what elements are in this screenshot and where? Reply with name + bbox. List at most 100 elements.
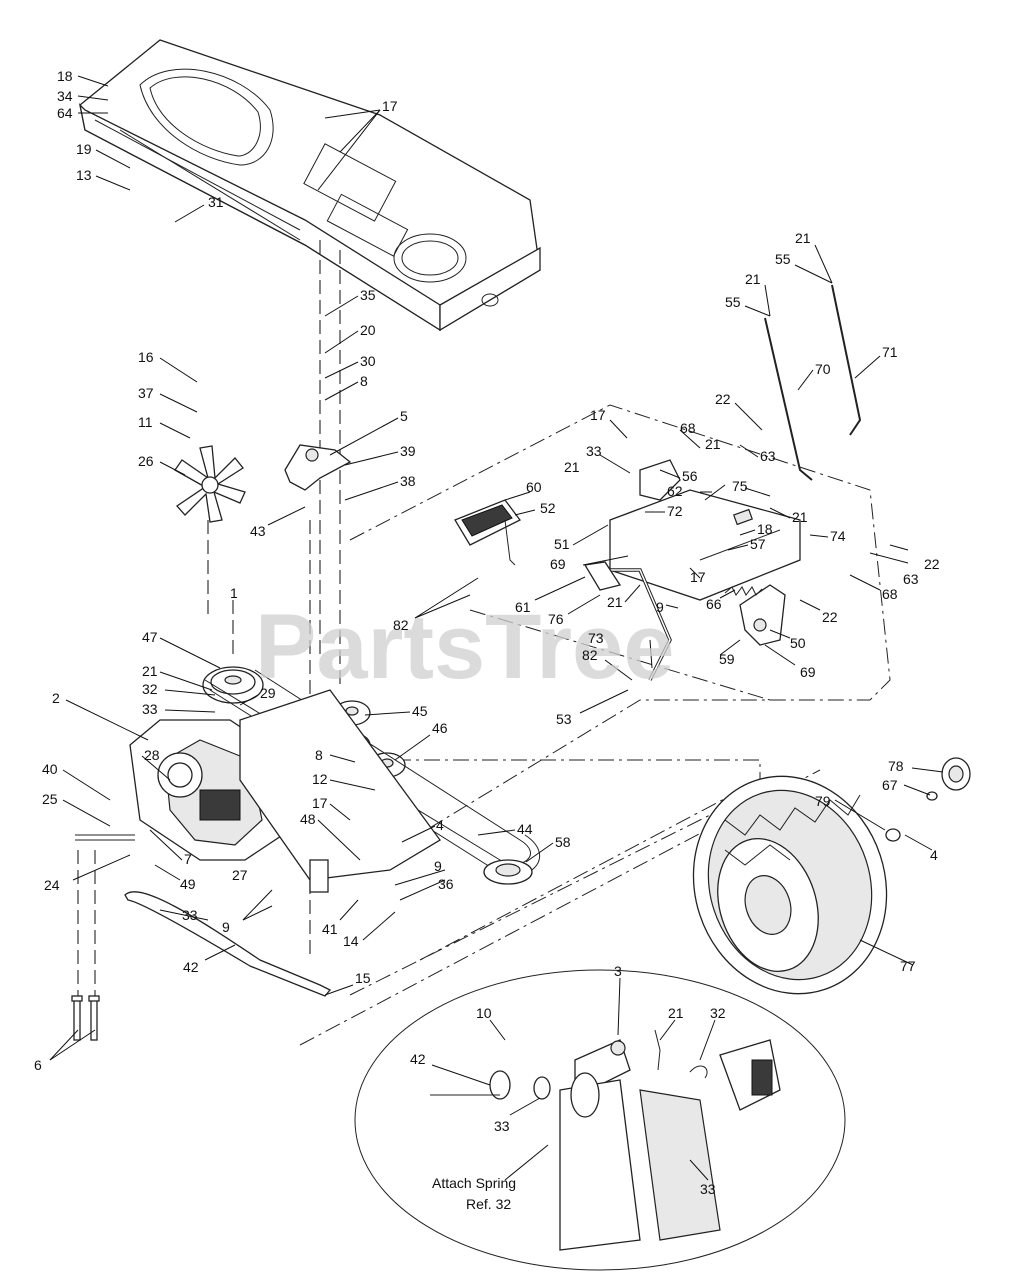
part-label: 19 <box>76 141 92 157</box>
control-rods-70-71 <box>764 284 862 481</box>
part-label: 31 <box>208 194 224 210</box>
spring-59 <box>724 586 763 596</box>
part-label: 60 <box>526 479 542 495</box>
part-label: 46 <box>432 720 448 736</box>
part-label: 72 <box>667 503 683 519</box>
part-label: 12 <box>312 771 328 787</box>
part-label: 63 <box>760 448 776 464</box>
pedal-bracket-assembly <box>609 459 801 601</box>
part-label: 49 <box>180 876 196 892</box>
part-label: 59 <box>719 651 735 667</box>
part-label: 33 <box>182 907 198 923</box>
part-label: 3 <box>614 963 622 979</box>
part-label: 21 <box>745 271 761 287</box>
part-label: 42 <box>410 1051 426 1067</box>
note-line-1: Attach Spring <box>432 1175 516 1191</box>
brake-pedal-60 <box>454 499 521 566</box>
part-label: 4 <box>930 847 938 863</box>
part-label: 68 <box>882 586 898 602</box>
part-label: 62 <box>667 483 683 499</box>
part-label: 27 <box>232 867 248 883</box>
part-label: 18 <box>57 68 73 84</box>
part-label: 20 <box>360 322 376 338</box>
part-label: 16 <box>138 349 154 365</box>
part-label: 34 <box>57 88 73 104</box>
part-label: 17 <box>382 98 398 114</box>
part-label: 36 <box>438 876 454 892</box>
part-label: 73 <box>588 630 604 646</box>
part-label: 26 <box>138 453 154 469</box>
part-label: 63 <box>903 571 919 587</box>
part-label: 50 <box>790 635 806 651</box>
part-label: 17 <box>312 795 328 811</box>
part-label: 21 <box>792 509 808 525</box>
leader-lines <box>49 75 944 1181</box>
bolts-6 <box>71 995 100 1041</box>
washers-79-67 <box>885 791 938 842</box>
watermark: PartsTree <box>255 596 674 698</box>
part-label: 42 <box>183 959 199 975</box>
part-label: 21 <box>705 436 721 452</box>
part-label: 69 <box>550 556 566 572</box>
part-label: 11 <box>138 414 153 430</box>
part-label: 79 <box>815 793 831 809</box>
pedal-rod-76 <box>583 561 672 681</box>
part-label: 37 <box>138 385 154 401</box>
part-label: 7 <box>184 851 192 867</box>
part-label: 24 <box>44 877 60 893</box>
shift-rod-42 <box>124 891 332 997</box>
part-label: 32 <box>710 1005 726 1021</box>
part-label: 1 <box>230 585 238 601</box>
part-label: 68 <box>680 420 696 436</box>
part-label: 40 <box>42 761 58 777</box>
transaxle-pulley-58 <box>483 859 533 885</box>
part-label: 32 <box>142 681 158 697</box>
part-label: 22 <box>822 609 838 625</box>
part-label: 13 <box>76 167 92 183</box>
part-label: 17 <box>590 407 606 423</box>
part-label: 33 <box>142 701 158 717</box>
part-label: 55 <box>775 251 791 267</box>
hub-cap-78 <box>941 757 971 791</box>
part-label: 82 <box>582 647 598 663</box>
part-label: 9 <box>222 919 230 935</box>
part-label: 70 <box>815 361 831 377</box>
part-label: 8 <box>360 373 368 389</box>
part-label: 56 <box>682 468 698 484</box>
part-label: 64 <box>57 105 73 121</box>
part-label: 71 <box>882 344 898 360</box>
part-label: 48 <box>300 811 316 827</box>
part-label: 15 <box>355 970 371 986</box>
detail-callout <box>354 969 846 1271</box>
frame-assembly <box>78 39 541 332</box>
part-label: 39 <box>400 443 416 459</box>
part-label: 21 <box>142 663 158 679</box>
part-label: 78 <box>888 758 904 774</box>
part-label: 21 <box>564 459 580 475</box>
part-label: 25 <box>42 791 58 807</box>
wheel-assembly-77 <box>692 775 888 995</box>
bracket-50 <box>739 584 786 646</box>
part-label: 2 <box>52 690 60 706</box>
part-label: 38 <box>400 473 416 489</box>
part-label: 30 <box>360 353 376 369</box>
part-label: 33 <box>586 443 602 459</box>
part-label: 22 <box>924 556 940 572</box>
part-label: 33 <box>700 1181 716 1197</box>
fan-26 <box>174 445 246 523</box>
part-label: 22 <box>715 391 731 407</box>
part-label: 9 <box>434 858 442 874</box>
part-label: 21 <box>607 594 623 610</box>
part-label: 6 <box>34 1057 42 1073</box>
idler-bracket-5 <box>284 444 352 491</box>
part-label: 77 <box>900 958 916 974</box>
part-label: 52 <box>540 500 556 516</box>
part-label: 21 <box>668 1005 684 1021</box>
part-label: 51 <box>554 536 570 552</box>
part-label: 74 <box>830 528 846 544</box>
part-label: 66 <box>706 596 722 612</box>
part-label: 9 <box>656 599 664 615</box>
engine-pulley-47 <box>202 666 264 704</box>
part-label: 76 <box>548 611 564 627</box>
